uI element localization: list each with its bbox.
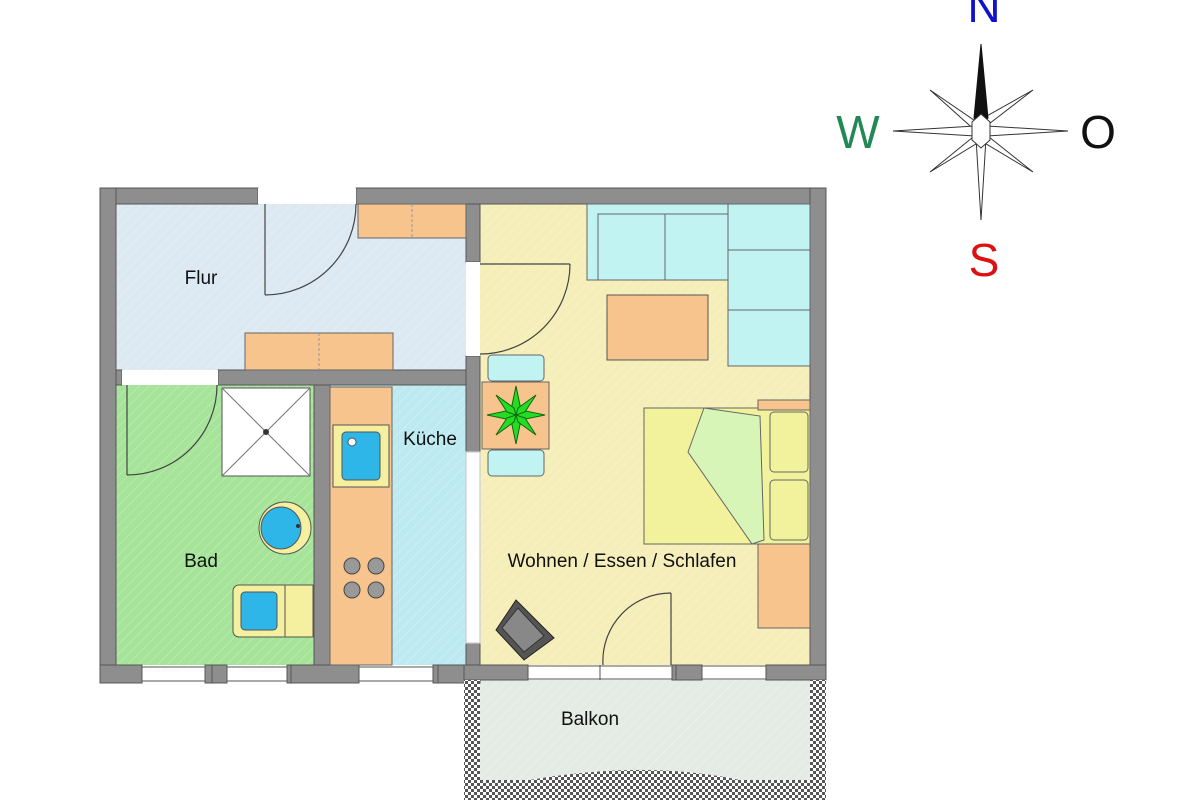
wardrobe xyxy=(357,203,467,239)
compass-north-label: N xyxy=(967,0,1000,32)
compass-rose-icon xyxy=(892,43,1069,221)
room-label-balkon: Balkon xyxy=(561,709,619,730)
bed xyxy=(643,407,811,545)
room-label-wohnen: Wohnen / Essen / Schlafen xyxy=(508,551,737,572)
nightstand xyxy=(757,399,811,629)
shower xyxy=(221,387,311,477)
balcony-railing xyxy=(464,680,826,800)
kitchen-counter xyxy=(329,386,393,666)
washbasin xyxy=(258,501,312,555)
coffee-table xyxy=(606,294,709,361)
sofa xyxy=(586,203,811,367)
compass-south-label: S xyxy=(969,234,1000,286)
compass-east-label: O xyxy=(1080,106,1116,158)
tv-chair xyxy=(495,599,555,661)
room-label-bad: Bad xyxy=(184,551,218,572)
toilet xyxy=(232,584,314,638)
compass-west-label: W xyxy=(836,106,880,158)
room-label-kueche: Küche xyxy=(403,429,457,450)
flur-cabinet xyxy=(244,332,394,371)
plant-icon xyxy=(486,385,546,445)
windows xyxy=(141,665,767,683)
doors xyxy=(122,188,672,666)
room-label-flur: Flur xyxy=(185,268,218,289)
